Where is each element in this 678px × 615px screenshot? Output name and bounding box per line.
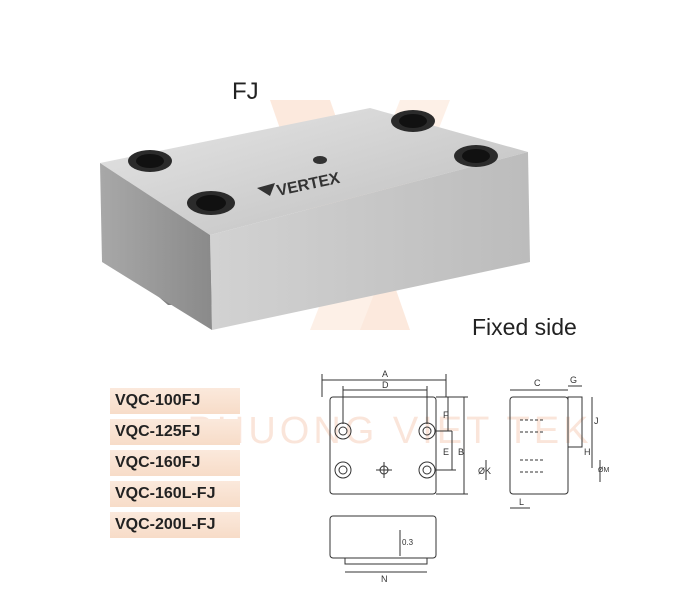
front-view-outline: [329, 515, 437, 559]
counterbore-holes: [128, 110, 498, 215]
model-item: VQC-100FJ: [110, 388, 240, 414]
watermark-text: PHUONG VIET TEK: [187, 410, 593, 452]
dim-label: 0.3: [402, 538, 414, 547]
product-title: FJ: [232, 78, 259, 105]
dim-label: N: [381, 574, 388, 584]
dim-label: H: [584, 447, 591, 457]
dim-label: ØK: [478, 466, 491, 476]
dim-label: J: [594, 416, 599, 426]
dim-label: C: [534, 378, 541, 388]
block-side-face: [100, 163, 212, 330]
model-item: VQC-160FJ: [110, 450, 240, 476]
model-list: VQC-100FJ VQC-125FJ VQC-160FJ VQC-160L-F…: [110, 388, 240, 543]
dim-label: G: [570, 375, 577, 385]
product-subtitle: Fixed side: [472, 314, 577, 340]
dim-label: L: [519, 497, 524, 507]
dim-label: D: [382, 380, 389, 390]
model-item: VQC-200L-FJ: [110, 512, 240, 538]
dim-label: B: [458, 447, 464, 457]
side-view-outline: [509, 396, 569, 495]
dim-label: A: [382, 369, 388, 379]
dim-label: ØM: [598, 467, 609, 474]
block-front-face: [210, 152, 530, 330]
dim-label: F: [443, 410, 449, 420]
dim-label: E: [443, 447, 449, 457]
model-item: VQC-125FJ: [110, 419, 240, 445]
model-item: VQC-160L-FJ: [110, 481, 240, 507]
top-view-outline: [329, 396, 437, 495]
